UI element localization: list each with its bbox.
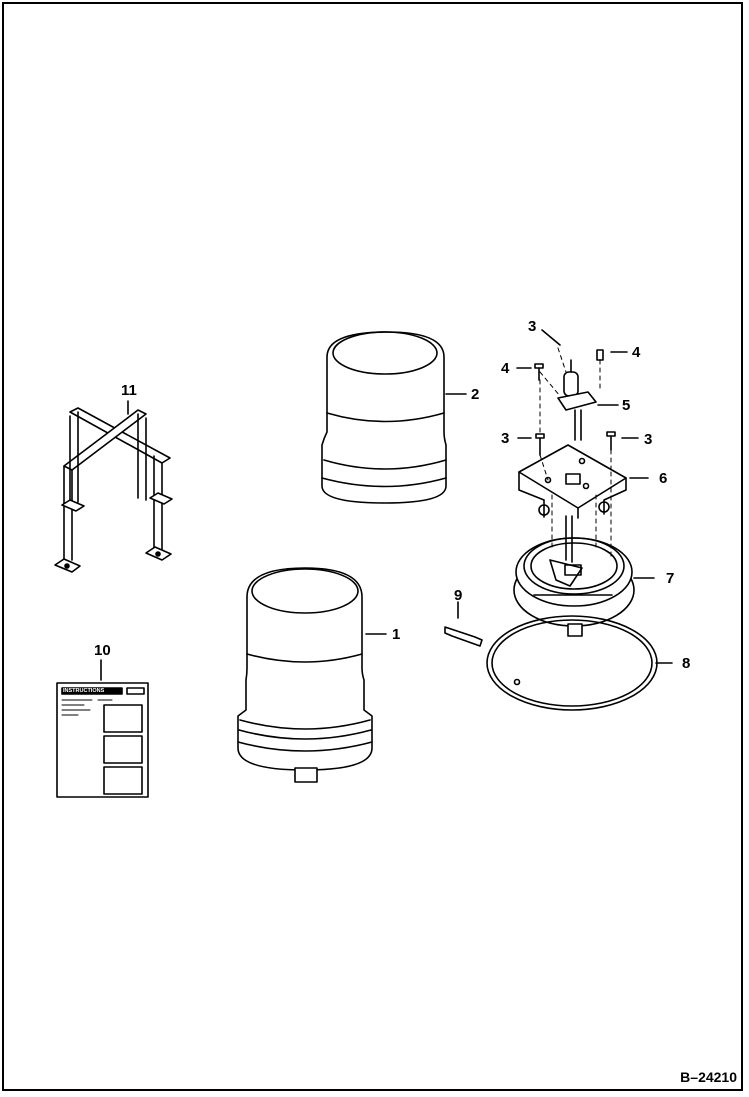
instruction-sheet-part-10 [56, 659, 149, 798]
beacon-assembly-part-1 [237, 567, 387, 783]
callout-11: 11 [121, 382, 137, 399]
callout-6: 6 [659, 470, 668, 487]
callout-3-right: 3 [644, 431, 653, 448]
callout-1: 1 [392, 626, 401, 643]
callout-4-left: 4 [501, 360, 510, 377]
figure-id: B–24210 [680, 1069, 737, 1085]
lens-cover-part-2 [321, 331, 467, 504]
instructions-sheet-title: INSTRUCTIONS [63, 688, 105, 694]
base-housing-part-7 [513, 515, 655, 637]
callout-9: 9 [454, 587, 463, 604]
callout-7: 7 [666, 570, 675, 587]
mounting-plate-part-6 [518, 444, 649, 519]
screw-part-4-right [596, 349, 604, 361]
gasket-part-8 [486, 615, 673, 711]
callout-4-right: 4 [632, 344, 641, 361]
mounting-stand-part-11 [54, 400, 173, 573]
key-tool-part-9 [444, 626, 483, 647]
callout-3-top: 3 [528, 318, 537, 335]
callout-8: 8 [682, 655, 691, 672]
callout-2: 2 [471, 386, 480, 403]
callout-5: 5 [622, 397, 631, 414]
callout-10: 10 [94, 642, 111, 659]
screw-part-3-left [535, 433, 545, 456]
bulb-holder-part-5 [557, 359, 619, 441]
assembly-guide-lines [539, 347, 612, 561]
screw-part-4-left [534, 363, 544, 381]
callout-3-left: 3 [501, 430, 510, 447]
screw-part-3-right [606, 431, 616, 451]
